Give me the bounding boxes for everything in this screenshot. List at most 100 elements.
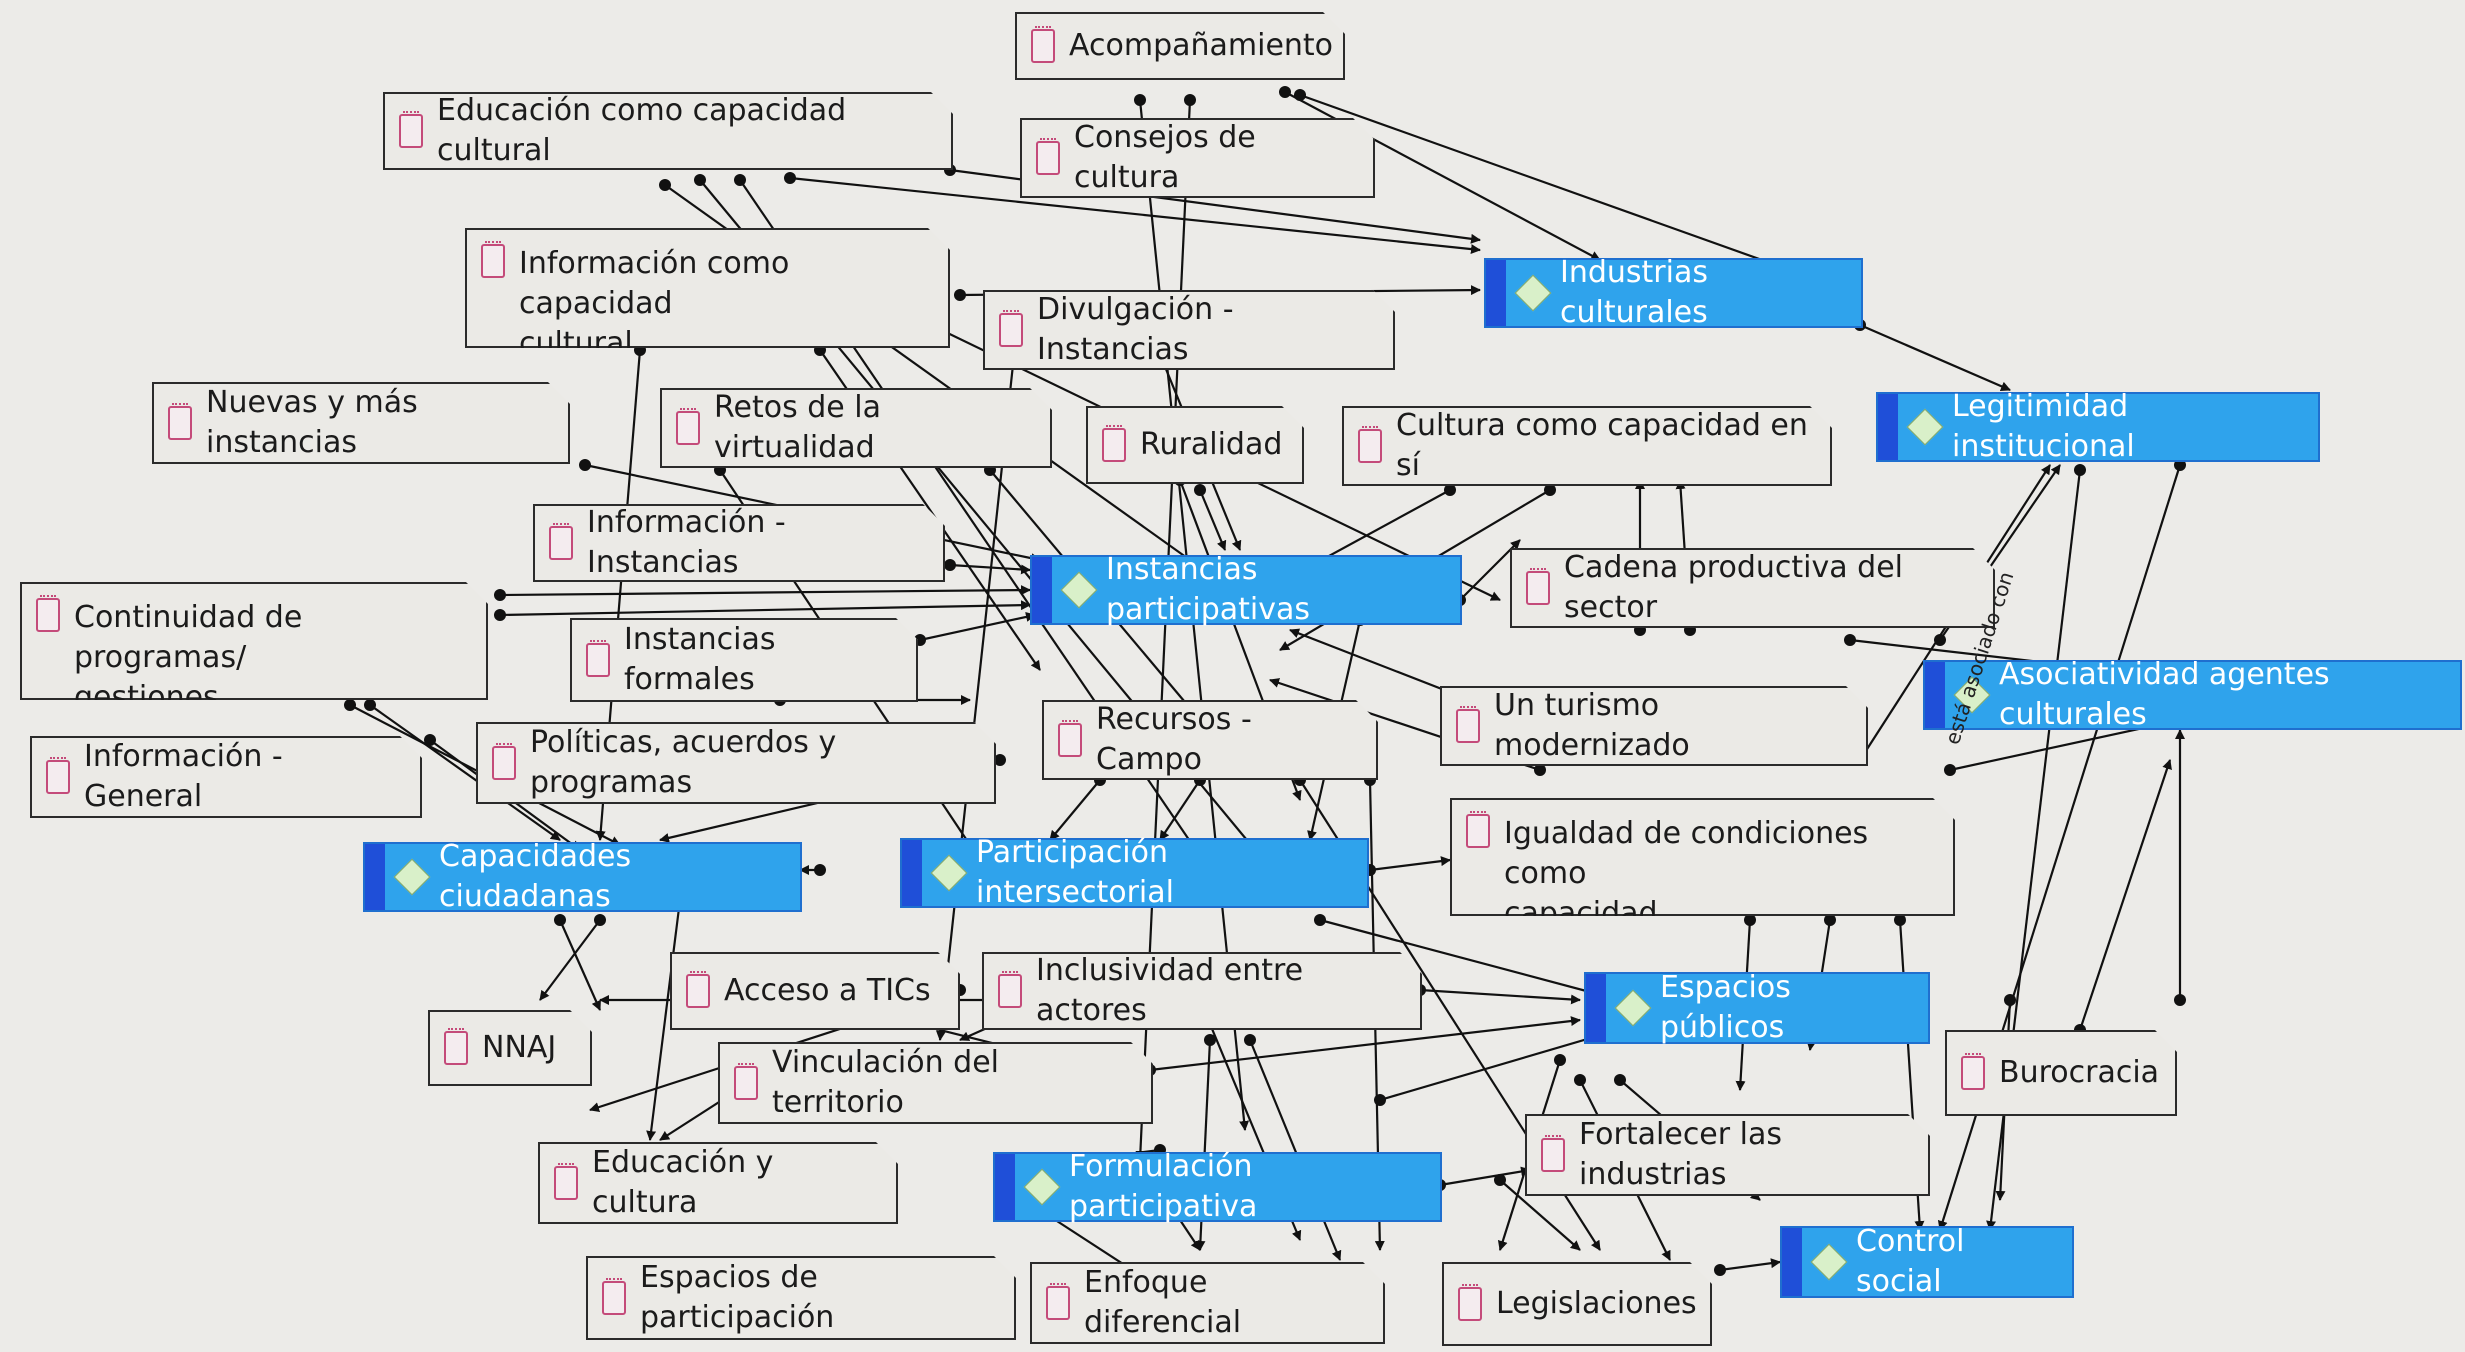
node-retos-virtualidad[interactable]: Retos de la virtualidad bbox=[660, 388, 1052, 468]
node-label: Políticas, acuerdos y programas bbox=[530, 725, 837, 800]
node-politicas-acuerdos[interactable]: Políticas, acuerdos y programas bbox=[476, 722, 996, 804]
document-icon bbox=[554, 1166, 578, 1200]
connector-line bbox=[558, 919, 602, 1011]
connector-origin-dot bbox=[1314, 914, 1326, 926]
document-icon bbox=[999, 313, 1023, 347]
connector-origin-dot bbox=[1944, 764, 1956, 776]
connector-line bbox=[539, 919, 601, 1001]
node-acceso-tics[interactable]: Acceso a TICs bbox=[670, 952, 960, 1030]
node-informacion-general[interactable]: Información - General bbox=[30, 736, 422, 818]
document-icon bbox=[444, 1031, 468, 1065]
document-icon bbox=[1058, 723, 1082, 757]
node-ruralidad[interactable]: Ruralidad bbox=[1086, 406, 1304, 484]
document-icon bbox=[399, 114, 423, 148]
node-industrias-culturales[interactable]: Industrias culturales bbox=[1486, 255, 1861, 330]
connector-origin-dot bbox=[734, 174, 746, 186]
connector-line bbox=[646, 899, 682, 1141]
node-divulgacion-instancias[interactable]: Divulgación - Instancias bbox=[983, 290, 1395, 370]
connector-origin-dot bbox=[1744, 914, 1756, 926]
node-turismo-modernizado[interactable]: Un turismo modernizado bbox=[1440, 686, 1868, 766]
node-continuidad-programas[interactable]: Continuidad de programas/ gestiones bbox=[20, 582, 488, 700]
node-instancias-participativas[interactable]: Instancias participativas bbox=[1032, 552, 1460, 627]
document-icon bbox=[1358, 429, 1382, 463]
connector-line bbox=[919, 612, 1036, 642]
node-label: Educación y cultura bbox=[592, 1145, 774, 1220]
connector-origin-dot bbox=[994, 754, 1006, 766]
code-icon bbox=[1060, 571, 1098, 609]
connector-line bbox=[1159, 779, 1201, 841]
connector-origin-dot bbox=[1894, 914, 1906, 926]
node-label: Control social bbox=[1856, 1224, 1965, 1299]
connector-line bbox=[1369, 856, 1451, 872]
connector-line bbox=[1319, 918, 1621, 1003]
node-asociatividad[interactable]: Asociatividad agentes culturales bbox=[1925, 657, 2460, 732]
node-capacidades-ciudadanas[interactable]: Capacidades ciudadanas bbox=[365, 839, 800, 914]
node-label: Retos de la virtualidad bbox=[714, 390, 881, 465]
node-nnaj[interactable]: NNAJ bbox=[428, 1010, 592, 1086]
node-control-social[interactable]: Control social bbox=[1782, 1224, 2072, 1299]
node-informacion-instancias[interactable]: Información - Instancias bbox=[533, 504, 945, 582]
connector-line bbox=[1499, 1179, 1581, 1251]
node-inclusividad[interactable]: Inclusividad entre actores bbox=[982, 952, 1422, 1030]
node-fortalecer-industrias[interactable]: Fortalecer las industrias bbox=[1525, 1114, 1930, 1196]
document-icon bbox=[549, 526, 573, 560]
connector-line bbox=[369, 704, 561, 841]
connector-origin-dot bbox=[1154, 1144, 1166, 1156]
node-label: Fortalecer las industrias bbox=[1579, 1117, 1782, 1192]
node-espacios-publicos[interactable]: Espacios públicos bbox=[1586, 970, 1928, 1045]
node-label: Nuevas y más instancias bbox=[206, 385, 418, 460]
connector-origin-dot bbox=[1444, 484, 1456, 496]
document-icon bbox=[1102, 428, 1126, 462]
node-label: Recursos - Campo bbox=[1096, 702, 1252, 777]
connector-line bbox=[1299, 93, 1791, 272]
connector-origin-dot bbox=[784, 172, 796, 184]
connector-line bbox=[2078, 759, 2172, 1031]
node-cadena-productiva[interactable]: Cadena productiva del sector bbox=[1510, 548, 1995, 628]
connector-origin-dot bbox=[364, 699, 376, 711]
node-recursos-campo[interactable]: Recursos - Campo bbox=[1042, 700, 1378, 780]
node-legitimidad-institucional[interactable]: Legitimidad institucional bbox=[1878, 389, 2318, 464]
node-label: Continuidad de programas/ gestiones bbox=[74, 600, 303, 715]
node-legislaciones[interactable]: Legislaciones bbox=[1442, 1262, 1712, 1346]
connector-origin-dot bbox=[1824, 914, 1836, 926]
node-espacios-participacion[interactable]: Espacios de participación bbox=[586, 1256, 1016, 1340]
node-label: Acompañamiento bbox=[1069, 28, 1334, 63]
node-formulacion-participativa[interactable]: Formulación participativa bbox=[995, 1149, 1440, 1224]
node-label: Espacios públicos bbox=[1660, 970, 1791, 1045]
node-vinculacion-territorio[interactable]: Vinculación del territorio bbox=[718, 1042, 1153, 1124]
document-icon bbox=[481, 244, 505, 278]
node-consejos-cultura[interactable]: Consejos de cultura bbox=[1020, 118, 1375, 198]
node-enfoque-diferencial[interactable]: Enfoque diferencial bbox=[1030, 1262, 1385, 1344]
node-burocracia[interactable]: Burocracia bbox=[1945, 1030, 2177, 1116]
node-igualdad-condiciones[interactable]: Igualdad de condiciones como capacidad bbox=[1450, 798, 1955, 916]
connector-origin-dot bbox=[954, 289, 966, 301]
node-cultura-capacidad[interactable]: Cultura como capacidad en sí bbox=[1342, 406, 1832, 486]
node-participacion-intersectorial[interactable]: Participación intersectorial bbox=[902, 835, 1367, 910]
connector-origin-dot bbox=[1614, 1074, 1626, 1086]
connector-origin-dot bbox=[1134, 94, 1146, 106]
connector-origin-dot bbox=[1374, 1094, 1386, 1106]
connector-origin-dot bbox=[659, 179, 671, 191]
code-icon bbox=[930, 854, 968, 892]
connector-origin-dot bbox=[1574, 1074, 1586, 1086]
document-icon bbox=[686, 974, 710, 1008]
document-icon bbox=[46, 760, 70, 794]
connector-line bbox=[1949, 717, 2181, 772]
node-informacion-capacidad-cultural[interactable]: Información como capacidad cultural bbox=[465, 228, 950, 348]
connector-origin-dot bbox=[1184, 94, 1196, 106]
node-acompanamiento[interactable]: Acompañamiento bbox=[1015, 12, 1345, 80]
code-icon bbox=[393, 858, 431, 896]
connector-origin-dot bbox=[1934, 634, 1946, 646]
connector-origin-dot bbox=[1534, 764, 1546, 776]
connector-origin-dot bbox=[1204, 1034, 1216, 1046]
node-label: Acceso a TICs bbox=[724, 973, 931, 1008]
node-educacion-cultura[interactable]: Educación y cultura bbox=[538, 1142, 898, 1224]
node-educacion-capacidad-cultural[interactable]: Educación como capacidad cultural bbox=[383, 92, 953, 170]
code-icon bbox=[1514, 274, 1552, 312]
connector-line bbox=[1198, 489, 1227, 551]
node-label: Información - General bbox=[84, 739, 283, 814]
node-instancias-formales[interactable]: Instancias formales bbox=[570, 618, 918, 702]
node-nuevas-instancias[interactable]: Nuevas y más instancias bbox=[152, 382, 570, 464]
document-icon bbox=[998, 974, 1022, 1008]
document-icon bbox=[1961, 1056, 1985, 1090]
